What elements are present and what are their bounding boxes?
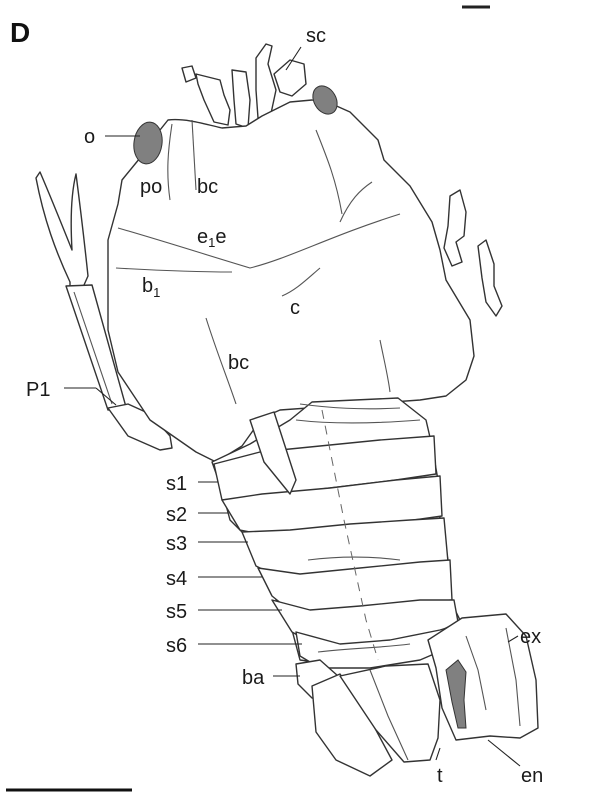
label-s1: s1 [166,473,187,495]
label-c: c [290,297,300,319]
label-bc-lower: bc [228,352,249,374]
label-b1-main: b [142,275,153,297]
label-bc-upper: bc [197,176,218,198]
label-e1e-tail: e [215,226,226,248]
label-ex: ex [520,626,541,648]
label-po: po [140,176,162,198]
label-e1e-subscript: 1 [208,235,215,250]
abdomen [212,398,462,668]
label-b1-subscript: 1 [153,285,160,300]
label-s3: s3 [166,533,187,555]
label-sc: sc [306,25,326,47]
label-s2: s2 [166,504,187,526]
label-t: t [437,765,443,787]
label-s5: s5 [166,601,187,623]
label-ba: ba [242,667,265,689]
carapace [108,82,474,462]
label-p1: P1 [26,379,50,401]
label-e1e-main: e [197,226,208,248]
label-s4: s4 [166,568,187,590]
label-s6: s6 [166,635,187,657]
label-o: o [84,126,95,148]
label-en: en [521,765,543,787]
panel-label: D [10,17,30,48]
